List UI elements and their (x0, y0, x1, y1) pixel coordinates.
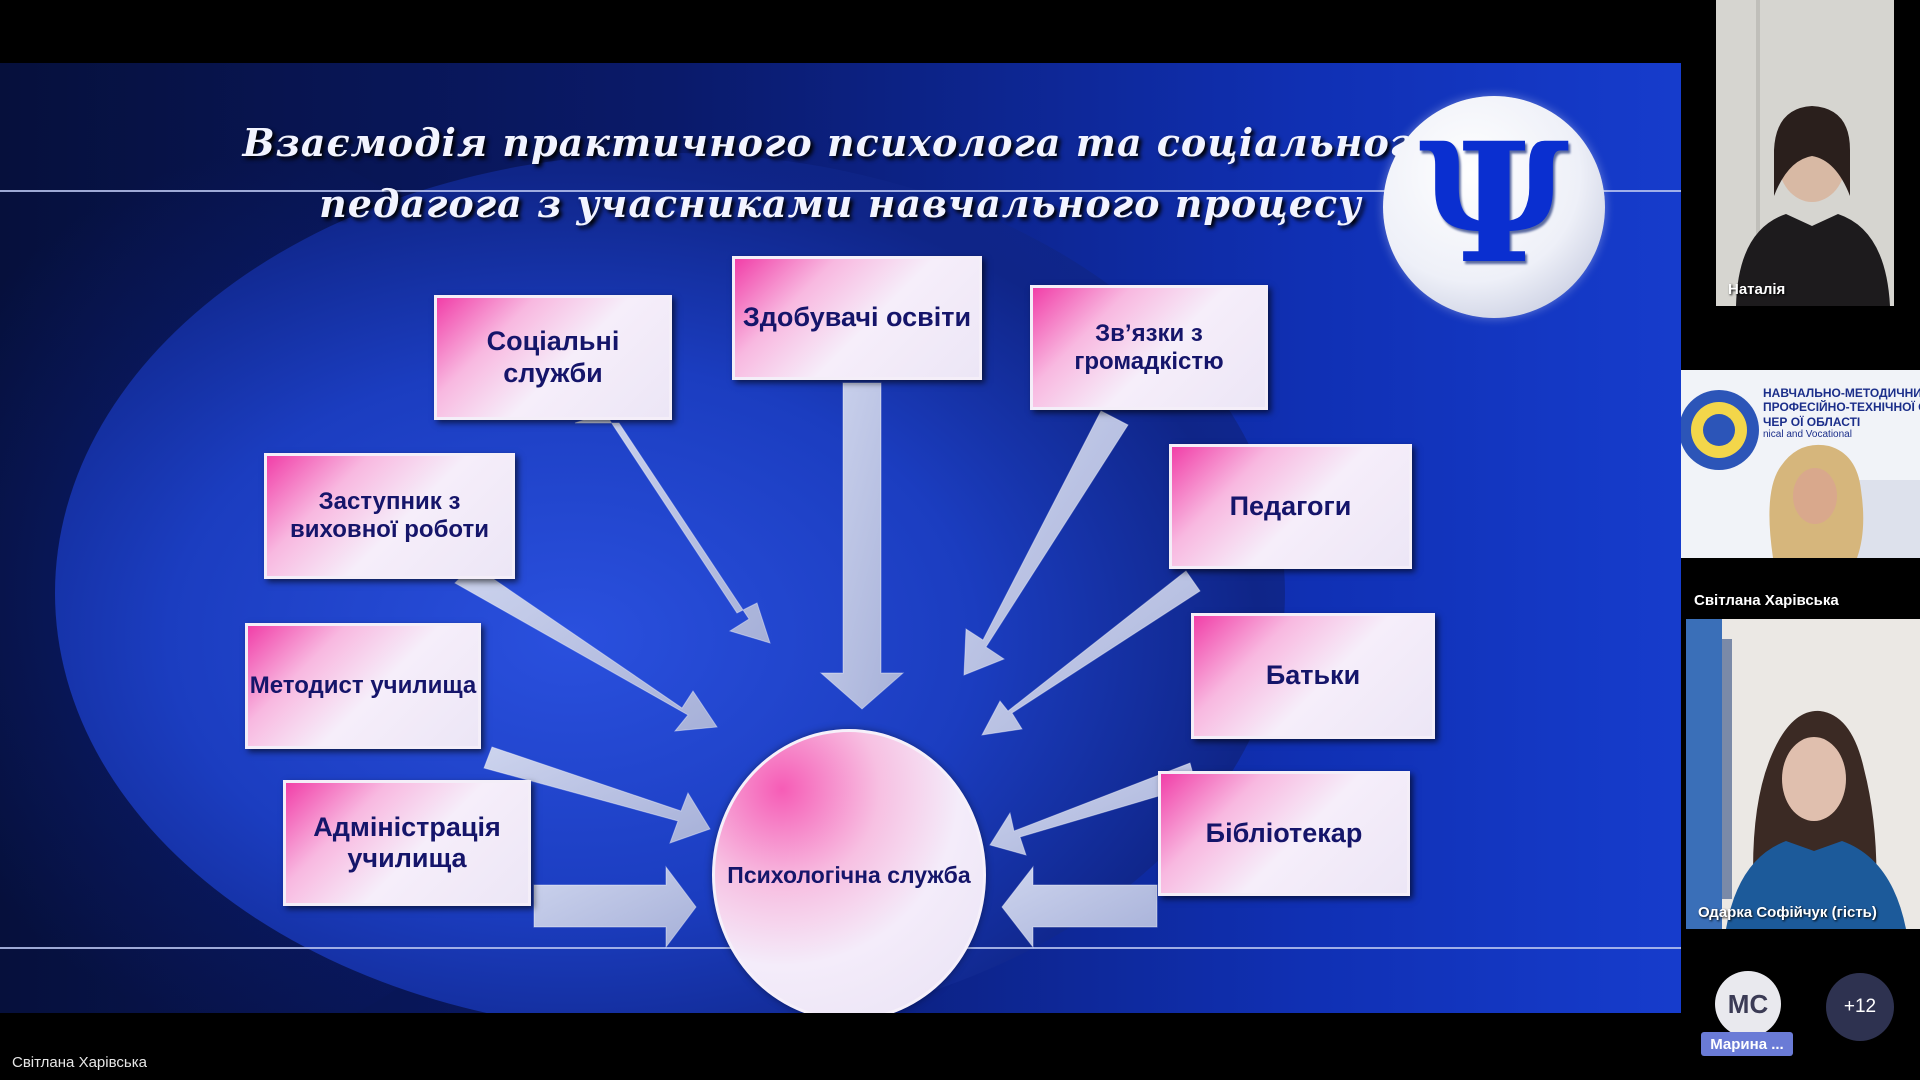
more-participants-button[interactable]: +12 (1826, 973, 1894, 1041)
arrow-social-services (574, 412, 771, 644)
box-parents: Батьки (1191, 613, 1435, 739)
participant-tile-natalia[interactable]: Наталія (1716, 0, 1894, 306)
participant-video-svitlana (1681, 370, 1920, 558)
participant-tile-svitlana[interactable]: НАВЧАЛЬНО-МЕТОДИЧНИЙ ПРОФЕСІЙНО-ТЕХНІЧНО… (1681, 370, 1920, 558)
box-teachers: Педагоги (1169, 444, 1412, 569)
box-administration: Адміністрація училища (283, 780, 531, 906)
arrow-administration (533, 865, 697, 949)
shared-slide: Взаємодія практичного психолога та соціа… (0, 63, 1681, 1013)
psychology-logo: Ψ (1383, 96, 1605, 318)
arrow-community (963, 410, 1129, 676)
arrow-teachers (981, 570, 1201, 736)
slide-title-line1: Взаємодія практичного психолога та соціа… (242, 120, 1439, 165)
box-librarian: Бібліотекар (1158, 771, 1410, 896)
arrow-methodist (483, 746, 711, 844)
banner-text: НАВЧАЛЬНО-МЕТОДИЧНИЙ ПРОФЕСІЙНО-ТЕХНІЧНО… (1763, 386, 1920, 441)
participant-name: Одарка Софійчук (гість) (1698, 904, 1877, 921)
slide-title-line2: педагога з учасниками навчального процес… (319, 181, 1362, 226)
center-psychological-service: Психологічна служба (712, 729, 986, 1013)
participant-avatar-ms[interactable]: МС (1715, 971, 1781, 1037)
arrow-librarian (1001, 865, 1158, 949)
participant-tile-odarka[interactable]: Одарка Софійчук (гість) (1686, 619, 1920, 929)
participant-name: Наталія (1728, 281, 1786, 298)
presenter-name: Світлана Харівська (12, 1054, 147, 1071)
slide-top-rule (0, 190, 1681, 192)
box-community: Зв’язки з громадкістю (1030, 285, 1268, 410)
participant-video-natalia (1716, 0, 1894, 306)
box-deputy: Заступник з виховної роботи (264, 453, 515, 579)
arrow-students (819, 382, 905, 710)
arrows-layer (454, 382, 1201, 949)
participant-name-svitlana: Світлана Харівська (1694, 592, 1839, 609)
box-social-services: Соціальні служби (434, 295, 672, 420)
participant-avatar-name: Марина ... (1701, 1032, 1793, 1056)
box-students: Здобувачі освіти (732, 256, 982, 380)
participant-video-odarka (1686, 619, 1920, 929)
arrow-deputy (454, 564, 718, 732)
psi-icon: Ψ (1418, 105, 1570, 300)
box-methodist: Методист училища (245, 623, 481, 749)
